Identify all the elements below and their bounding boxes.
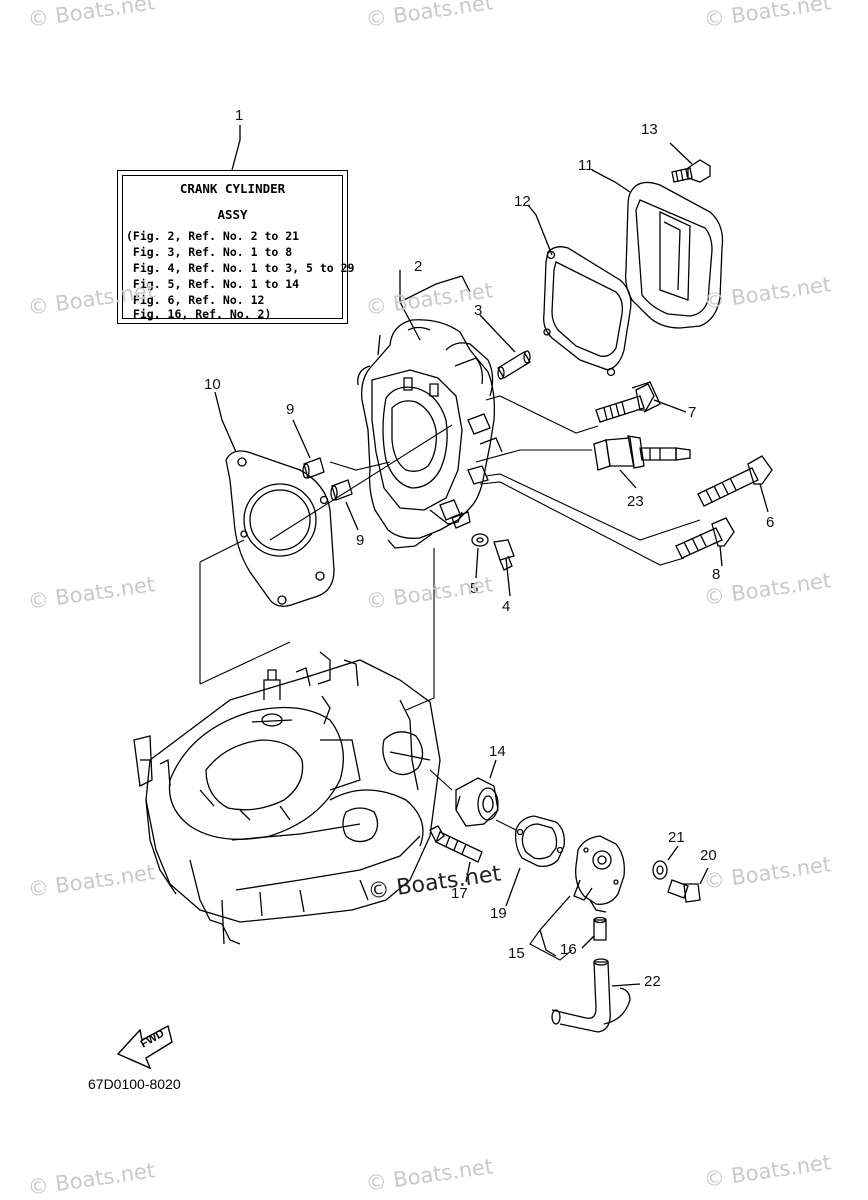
nipple-16 xyxy=(581,916,607,949)
legend-line-5: Fig. 6, Ref. No. 12 xyxy=(126,293,265,307)
guide-line-left xyxy=(329,461,391,471)
guide-line-dowel xyxy=(269,424,453,541)
bolt-6 xyxy=(697,455,773,513)
guide-line-7 xyxy=(485,395,599,434)
callout-9a: 9 xyxy=(286,401,295,418)
cover-11 xyxy=(591,169,724,329)
callout-23: 23 xyxy=(627,493,644,510)
legend-line-3: Fig. 4, Ref. No. 1 to 3, 5 to 29 xyxy=(126,261,355,275)
callout-13: 13 xyxy=(641,121,658,138)
dowel-9b xyxy=(330,479,359,531)
callout-20: 20 xyxy=(700,847,717,864)
callout-15: 15 xyxy=(508,945,525,962)
callout-12: 12 xyxy=(514,193,531,210)
callout-9b: 9 xyxy=(356,532,365,549)
hose-22 xyxy=(551,958,641,1033)
gasket-19 xyxy=(495,815,565,907)
callout-17: 17 xyxy=(451,885,468,902)
bolt-13 xyxy=(669,142,711,183)
diagram-part-code: 67D0100-8020 xyxy=(88,1076,181,1092)
callout-22: 22 xyxy=(644,973,661,990)
thermostat-14 xyxy=(429,759,499,827)
legend-line-1: (Fig. 2, Ref. No. 2 to 21 xyxy=(126,229,300,243)
legend-inner-border xyxy=(122,175,343,319)
callout-14: 14 xyxy=(489,743,506,760)
callout-3: 3 xyxy=(474,302,483,319)
callout-10: 10 xyxy=(204,376,221,393)
callout-19: 19 xyxy=(490,905,507,922)
callout-1: 1 xyxy=(235,107,244,124)
legend-line-2: Fig. 3, Ref. No. 1 to 8 xyxy=(126,245,293,259)
crankcase xyxy=(133,651,441,945)
bracket-line-right xyxy=(405,548,435,711)
guide-line-23 xyxy=(475,449,592,463)
guide-line-8 xyxy=(479,481,685,566)
housing-15 xyxy=(539,835,625,957)
callout-6: 6 xyxy=(766,514,775,531)
callout-7: 7 xyxy=(688,404,697,421)
callout-21: 21 xyxy=(668,829,685,846)
bolt-8 xyxy=(675,517,735,567)
spark-plug-23 xyxy=(593,435,691,489)
guide-line-6 xyxy=(485,473,701,541)
dowel-3 xyxy=(479,314,531,380)
legend-line-6: Fig. 16, Ref. No. 2) xyxy=(126,307,272,321)
bolt-20 xyxy=(667,867,709,903)
gasket-12 xyxy=(527,204,632,377)
bracket-line xyxy=(199,539,291,685)
bolt-7 xyxy=(595,381,687,423)
leader-1 xyxy=(231,125,241,171)
callout-5: 5 xyxy=(470,580,479,597)
assembly-legend-box: CRANK CYLINDER ASSY (Fig. 2, Ref. No. 2 … xyxy=(117,170,354,324)
legend-line-4: Fig. 5, Ref. No. 1 to 14 xyxy=(126,277,300,291)
callout-8: 8 xyxy=(712,566,721,583)
fwd-arrow-icon xyxy=(116,1024,173,1070)
head-gasket-10 xyxy=(214,391,335,607)
callout-11: 11 xyxy=(578,157,594,174)
leader-15 xyxy=(529,929,573,961)
callout-16: 16 xyxy=(560,941,577,958)
legend-title-line2: ASSY xyxy=(217,207,248,222)
cylinder-block-2 xyxy=(357,270,503,549)
bolt-4 xyxy=(493,539,515,597)
bolt-17 xyxy=(429,825,483,883)
legend-title-line1: CRANK CYLINDER xyxy=(179,181,286,196)
callout-2: 2 xyxy=(414,258,423,275)
washer-5 xyxy=(471,533,489,579)
washer-21 xyxy=(652,845,679,880)
callout-4: 4 xyxy=(502,598,511,615)
